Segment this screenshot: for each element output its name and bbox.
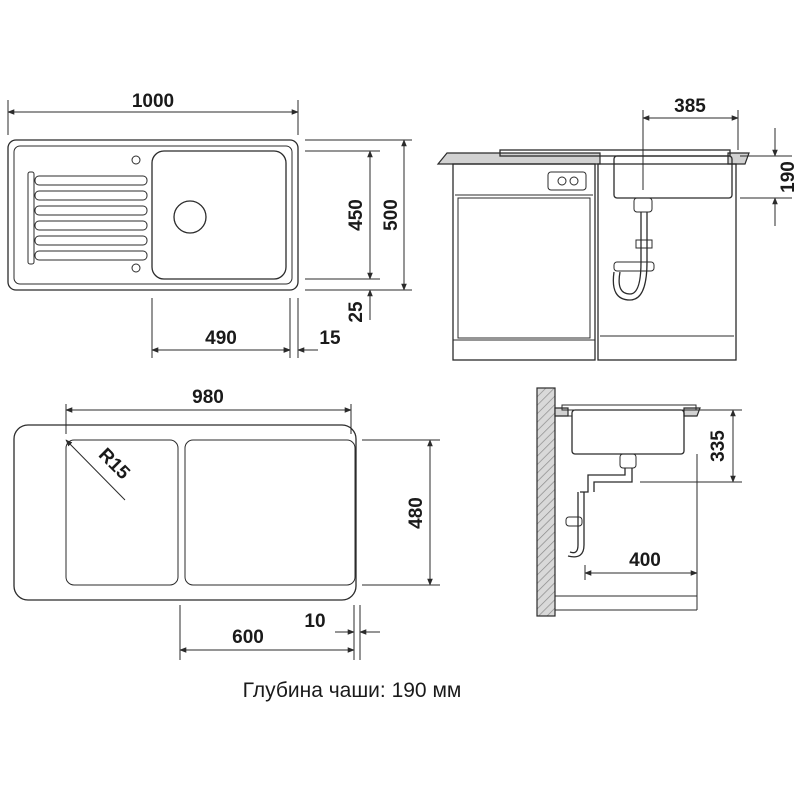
side-bowl bbox=[613, 155, 733, 199]
countertop bbox=[436, 152, 601, 165]
dim-rear-margin: 25 bbox=[346, 301, 367, 323]
bowl-depth-caption: Глубина чаши: 190 мм bbox=[243, 679, 462, 702]
wall bbox=[536, 387, 556, 617]
dim-edge-offset: 10 bbox=[304, 611, 325, 632]
dim-overall-depth: 500 bbox=[381, 199, 402, 231]
install-siphon bbox=[565, 453, 637, 558]
side-view: 385 190 bbox=[436, 96, 799, 361]
cabinet-right bbox=[597, 163, 737, 361]
cutout-view: R15 980 480 600 10 bbox=[13, 387, 440, 660]
dim-bowl-offset: 15 bbox=[319, 328, 341, 349]
dim-corner-radius: R15 bbox=[94, 444, 134, 484]
dim-bowl-width: 490 bbox=[205, 328, 237, 349]
dim-bowl-depth: 190 bbox=[778, 161, 799, 193]
dim-overall-width: 1000 bbox=[132, 91, 174, 112]
install-rim bbox=[561, 404, 697, 411]
dim-cutout-depth: 480 bbox=[406, 497, 427, 529]
cabinet-left bbox=[452, 163, 596, 361]
bowl bbox=[151, 150, 287, 280]
dim-cabinet-depth: 400 bbox=[629, 550, 661, 571]
drain-hole bbox=[173, 200, 207, 234]
installation-view: 335 400 bbox=[536, 387, 742, 617]
cutout-bowl-area bbox=[184, 439, 356, 586]
dim-drain-height: 335 bbox=[708, 430, 729, 462]
cutout-drainboard-area bbox=[65, 439, 179, 586]
dim-bowl-cutout-length: 600 bbox=[232, 627, 264, 648]
countertop-right bbox=[727, 152, 750, 165]
sink-inner-rim bbox=[13, 145, 293, 285]
tap-hole-bottom bbox=[131, 263, 141, 273]
control-panel bbox=[547, 171, 587, 191]
drainboard bbox=[27, 171, 148, 265]
cutout-outline bbox=[13, 424, 357, 601]
dim-drain-offset: 385 bbox=[674, 96, 706, 117]
install-bowl bbox=[571, 409, 685, 455]
tap-hole-top bbox=[131, 155, 141, 165]
sink-outline bbox=[7, 139, 299, 291]
dishwasher-panel bbox=[457, 197, 591, 339]
siphon bbox=[612, 197, 655, 301]
top-view: 1000 490 15 450 500 25 bbox=[7, 91, 412, 358]
dim-bowl-length: 450 bbox=[346, 199, 367, 231]
dim-cutout-width: 980 bbox=[192, 387, 224, 408]
